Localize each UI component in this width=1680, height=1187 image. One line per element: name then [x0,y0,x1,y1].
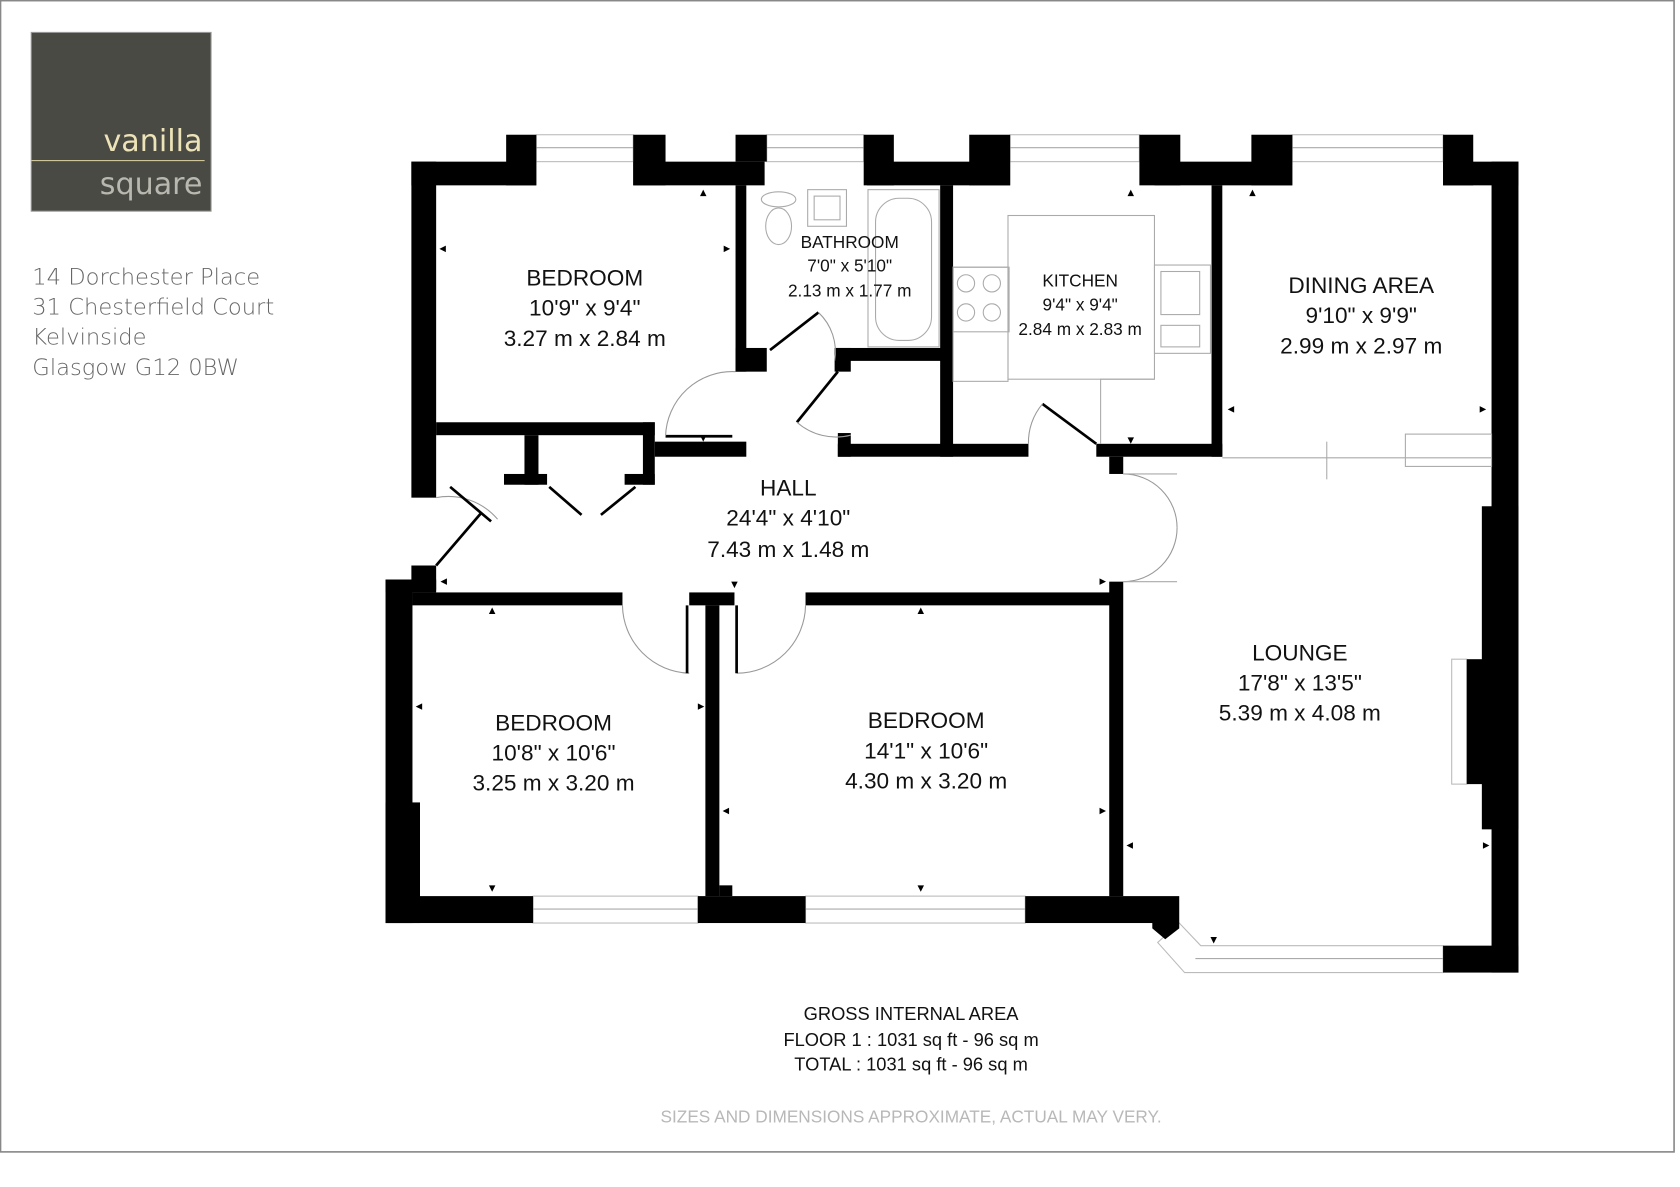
room-label-text: 24'4" x 4'10" [726,506,850,531]
logo: vanilla square [30,31,212,212]
windows [532,134,1468,974]
page-border [0,0,1675,1153]
room-label-text: 2.13 m x 1.77 m [788,280,911,300]
room-label-text: 10'9" x 9'4" [529,296,640,321]
room-label-bathroom: BATHROOM 7'0" x 5'10" 2.13 m x 1.77 m [788,232,911,300]
area-total: TOTAL : 1031 sq ft - 96 sq m [794,1054,1028,1075]
room-label-text: LOUNGE [1252,640,1347,665]
address: 14 Dorchester Place 31 Chesterfield Cour… [32,264,274,380]
room-label-bedroom-2: BEDROOM 10'8" x 10'6" 3.25 m x 3.20 m [472,710,634,795]
room-label-hall: HALL 24'4" x 4'10" 7.43 m x 1.48 m [707,476,869,562]
area-title: GROSS INTERNAL AREA [804,1003,1020,1024]
room-label-text: 2.99 m x 2.97 m [1280,333,1442,358]
room-label-text: BEDROOM [495,710,612,735]
room-label-text: 17'8" x 13'5" [1238,670,1362,695]
room-label-text: 3.27 m x 2.84 m [504,326,666,351]
fixtures [760,189,1493,480]
bath-icon [867,189,940,348]
room-label-text: DINING AREA [1288,273,1435,298]
sink-icon [1153,264,1211,354]
room-label-dining-area: DINING AREA 9'10" x 9'9" 2.99 m x 2.97 m [1280,273,1442,358]
room-label-text: 14'1" x 10'6" [864,738,988,763]
room-label-text: BEDROOM [868,708,985,733]
room-label-bedroom-1: BEDROOM 10'9" x 9'4" 3.27 m x 2.84 m [504,266,666,351]
room-label-kitchen: KITCHEN 9'4" x 9'4" 2.84 m x 2.83 m [1018,271,1141,339]
room-label-text: 4.30 m x 3.20 m [845,768,1007,793]
room-label-text: 3.25 m x 3.20 m [472,771,634,796]
room-label-text: 10'8" x 10'6" [492,740,616,765]
room-label-bedroom-3: BEDROOM 14'1" x 10'6" 4.30 m x 3.20 m [845,708,1007,793]
room-label-lounge: LOUNGE 17'8" x 13'5" 5.39 m x 4.08 m [1219,640,1381,725]
address-line: 14 Dorchester Place [32,264,260,290]
room-label-text: 9'4" x 9'4" [1043,294,1118,314]
walls [385,134,1519,973]
logo-line2: square [100,167,203,202]
gross-internal-area: GROSS INTERNAL AREA FLOOR 1 : 1031 sq ft… [783,1003,1038,1075]
doors [435,311,1178,674]
disclaimer: SIZES AND DIMENSIONS APPROXIMATE, ACTUAL… [661,1106,1162,1126]
logo-line1: vanilla [103,124,202,159]
room-label-text: 7'0" x 5'10" [807,256,892,276]
room-label-text: 2.84 m x 2.83 m [1018,319,1141,339]
address-line: 31 Chesterfield Court [32,295,274,321]
room-label-text: HALL [760,476,817,501]
room-label-text: BATHROOM [801,232,899,252]
room-label-text: BEDROOM [526,266,643,291]
room-label-text: 5.39 m x 4.08 m [1219,701,1381,726]
address-line: Glasgow G12 0BW [32,355,239,381]
room-labels: BEDROOM 10'9" x 9'4" 3.27 m x 2.84 m BATHR… [472,232,1442,796]
toilet-icon [760,191,797,246]
room-label-text: KITCHEN [1042,271,1118,291]
basin-icon [807,189,847,227]
dimension-markers [415,189,1490,944]
room-label-text: 7.43 m x 1.48 m [707,537,869,562]
address-line: Kelvinside [32,325,146,351]
area-floor: FLOOR 1 : 1031 sq ft - 96 sq m [783,1029,1038,1050]
room-label-text: 9'10" x 9'9" [1306,303,1417,328]
